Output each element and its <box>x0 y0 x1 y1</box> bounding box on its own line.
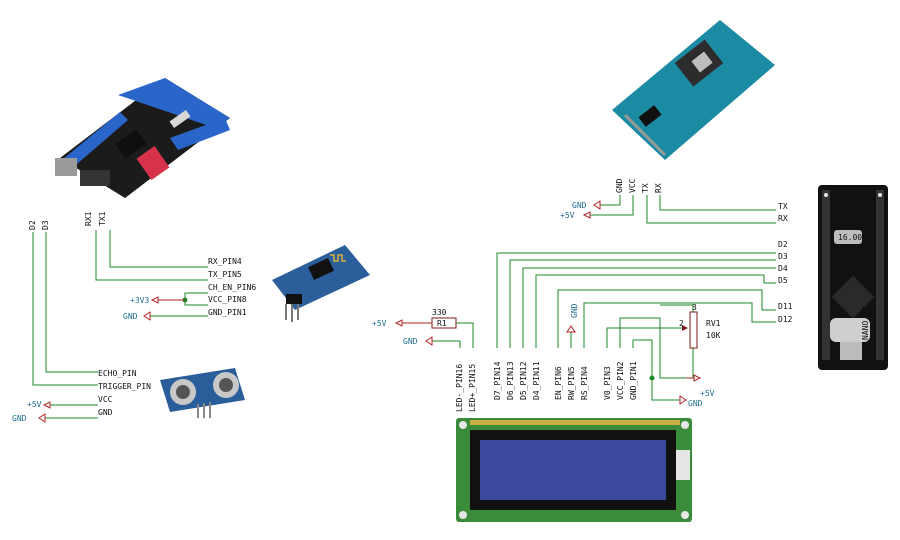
wire-wifi-gnd <box>600 195 621 206</box>
wire-r1-led <box>456 322 474 348</box>
gnd-symbol-r1 <box>425 336 433 346</box>
wire-chen-vcc <box>184 292 208 306</box>
gnd-symbol-esp <box>143 311 151 321</box>
wifi-pin-tx: TX <box>641 183 650 193</box>
wire-lcd-rs <box>583 302 776 348</box>
power-arrow-pot <box>693 374 702 382</box>
wire-lcd-en <box>557 289 776 348</box>
nano-pin-d12: D12 <box>778 315 793 324</box>
mega-pin-rx1: RX1 <box>84 211 93 226</box>
wifi-gnd-label: GND <box>572 201 587 210</box>
esp01-pin-vcc: VCC_PIN8 <box>208 295 247 304</box>
pot-ref: RV1 <box>706 319 721 328</box>
gnd-symbol-wifi <box>593 200 601 210</box>
wifi-pin-gnd: GND <box>615 178 624 193</box>
ultra-pin-trigger: TRIGGER_PIN <box>98 382 151 391</box>
nano-pin-rx: RX <box>778 214 788 223</box>
ultrasonic-sensor <box>160 368 245 418</box>
wiper-arrow <box>682 325 688 331</box>
wire-wifi-tx <box>646 195 776 224</box>
ultra-pin-vcc: VCC <box>98 395 113 404</box>
ultra-gnd-label: GND <box>12 414 27 423</box>
rw-gnd-label: GND <box>570 303 579 318</box>
wire-pot-top <box>660 304 694 312</box>
wifi-module-board <box>612 20 775 160</box>
lcd-pin-en: EN_PIN6 <box>554 366 563 400</box>
ultra-pin-gnd: GND <box>98 408 113 417</box>
r1-value: 330 <box>432 308 447 317</box>
nano-board-label: NANO V3 <box>861 306 870 340</box>
pot-pin-3: 3 <box>692 303 697 312</box>
ultra-pin-d3: D3 <box>41 220 50 230</box>
arduino-nano-board <box>818 185 888 370</box>
power-arrow-wifi <box>582 211 591 219</box>
pot-value: 10K <box>706 331 721 340</box>
wire-wifi-rx <box>659 195 776 211</box>
lcd-pin-d5: D5_PIN12 <box>519 361 528 400</box>
esp01-pin-chen: CH_EN_PIN6 <box>208 283 256 292</box>
wire-lcd-d6 <box>509 259 776 348</box>
wire-tx1 <box>109 230 208 268</box>
wire-led-gnd <box>432 340 461 348</box>
nano-pin-d4: D4 <box>778 264 788 273</box>
gnd-symbol-rw <box>566 325 576 333</box>
nano-pin-tx: TX <box>778 202 788 211</box>
wire-lcd-d4 <box>535 274 776 348</box>
wifi-pin-rx: RX <box>654 183 663 193</box>
wire-lcd-d7 <box>496 252 776 348</box>
r1-ref: R1 <box>437 319 447 328</box>
lcd-16x2-module <box>456 418 692 522</box>
potentiometer-rv1 <box>689 311 698 349</box>
nano-pin-d2: D2 <box>778 240 788 249</box>
lcd-pin-v0: V0_PIN3 <box>603 366 612 400</box>
wire-lcd-d5 <box>522 267 776 348</box>
nano-pin-d3: D3 <box>778 252 788 261</box>
esp01-gnd-label: GND <box>123 312 138 321</box>
lcd-pin-led-plus: LED+_PIN15 <box>468 364 477 412</box>
wire-lcd-v0 <box>606 327 685 348</box>
arduino-mega-board <box>55 78 230 198</box>
wifi-vcc-label: +5V <box>560 211 575 220</box>
lcd-pin-led-minus: LED-_PIN16 <box>455 364 464 412</box>
lcd-pin-d6: D6_PIN13 <box>506 361 515 400</box>
power-arrow-3v3 <box>150 296 159 304</box>
wire-lcd-gnd <box>632 339 680 401</box>
lcd-pin-vcc: VCC_PIN2 <box>616 361 625 400</box>
nano-pin-d11: D11 <box>778 302 793 311</box>
power-arrow-r1 <box>394 319 403 327</box>
pot-vcc-label: +5V <box>700 389 715 398</box>
lcd-pin-gnd: GND_PIN1 <box>629 361 638 400</box>
pot-pin-2: 2 <box>679 319 684 328</box>
r1-vcc-label: +5V <box>372 319 387 328</box>
esp01-pin-gnd: GND_PIN1 <box>208 308 247 317</box>
wire-wifi-vcc <box>590 195 634 216</box>
gnd-symbol-ultra <box>38 413 46 423</box>
ultra-pin-echo: ECHO_PIN <box>98 369 137 378</box>
wire-lcd-vcc <box>619 317 686 379</box>
r1-gnd-label: GND <box>403 337 418 346</box>
esp01-module <box>272 245 370 322</box>
gnd-symbol-pot <box>679 395 687 405</box>
power-arrow-ultra <box>42 401 51 409</box>
nano-crystal-label: 16.000 <box>838 233 867 242</box>
pot-gnd-label: GND <box>688 399 703 408</box>
mega-pin-tx1: TX1 <box>98 211 107 226</box>
esp01-pin-rx: RX_PIN4 <box>208 257 242 266</box>
wifi-pin-vcc: VCC <box>628 178 637 193</box>
lcd-pin-rw: RW_PIN5 <box>567 366 576 400</box>
ultra-pin-d2: D2 <box>28 220 37 230</box>
lcd-pin-d4: D4_PIN11 <box>532 361 541 400</box>
esp01-vcc-label: +3V3 <box>130 296 149 305</box>
wire-d2 <box>32 232 98 386</box>
wire-rx1 <box>95 230 208 281</box>
lcd-pin-d7: D7_PIN14 <box>493 361 502 400</box>
lcd-pin-rs: RS_PIN4 <box>580 366 589 400</box>
ultra-vcc-label: +5V <box>27 400 42 409</box>
esp01-pin-tx: TX_PIN5 <box>208 270 242 279</box>
nano-pin-d5: D5 <box>778 276 788 285</box>
wire-d3 <box>45 232 98 373</box>
